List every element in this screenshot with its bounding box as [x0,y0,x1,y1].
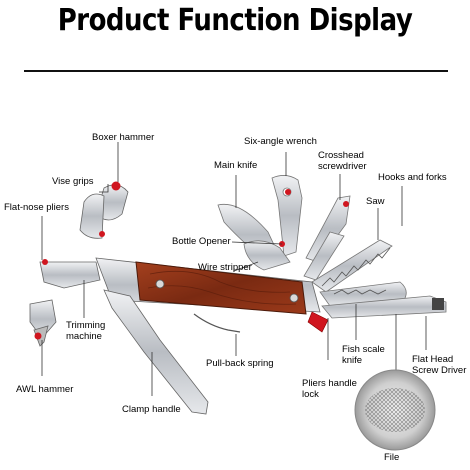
title-divider [24,70,448,72]
label-clamp-handle: Clamp handle [122,404,181,415]
label-flat-head-screw-driver: Flat Head Screw Driver [412,354,467,376]
file-closeup [354,369,436,451]
label-vise-grips: Vise grips [52,176,94,187]
leader-lines [41,142,427,396]
label-pliers-handle-lock: Pliers handle lock [302,378,357,400]
indicator-dots [34,181,349,340]
six-angle-wrench-arm [271,175,303,257]
clamp-handle-arm [103,289,209,415]
label-file: File [384,452,400,463]
label-main-knife: Main knife [214,160,258,171]
label-pull-back-spring: Pull-back spring [206,358,274,369]
label-saw: Saw [366,196,385,207]
label-boxer-hammer: Boxer hammer [92,132,155,143]
label-awl-hammer: AWL hammer [16,384,74,395]
page-title: Product Function Display [57,3,413,39]
label-crosshead-screwdriver: Crosshead screwdriver [318,150,367,172]
label-wire-stripper: Wire stripper [198,262,252,273]
label-flat-nose-pliers: Flat-nose pliers [4,202,69,213]
wooden-handle [135,261,307,315]
flat-head-screwdriver-arm [321,295,447,319]
saw-blade [311,239,393,293]
label-fish-scale-knife: Fish scale knife [342,344,385,366]
pull-back-spring-wire [193,313,241,333]
label-bottle-opener: Bottle Opener [172,236,231,247]
label-hooks-and-forks: Hooks and forks [378,172,447,183]
label-six-angle-wrench: Six-angle wrench [244,136,317,147]
multitool-body [95,257,329,333]
label-trimming-machine: Trimming machine [66,320,106,342]
hammer-head [29,184,129,347]
